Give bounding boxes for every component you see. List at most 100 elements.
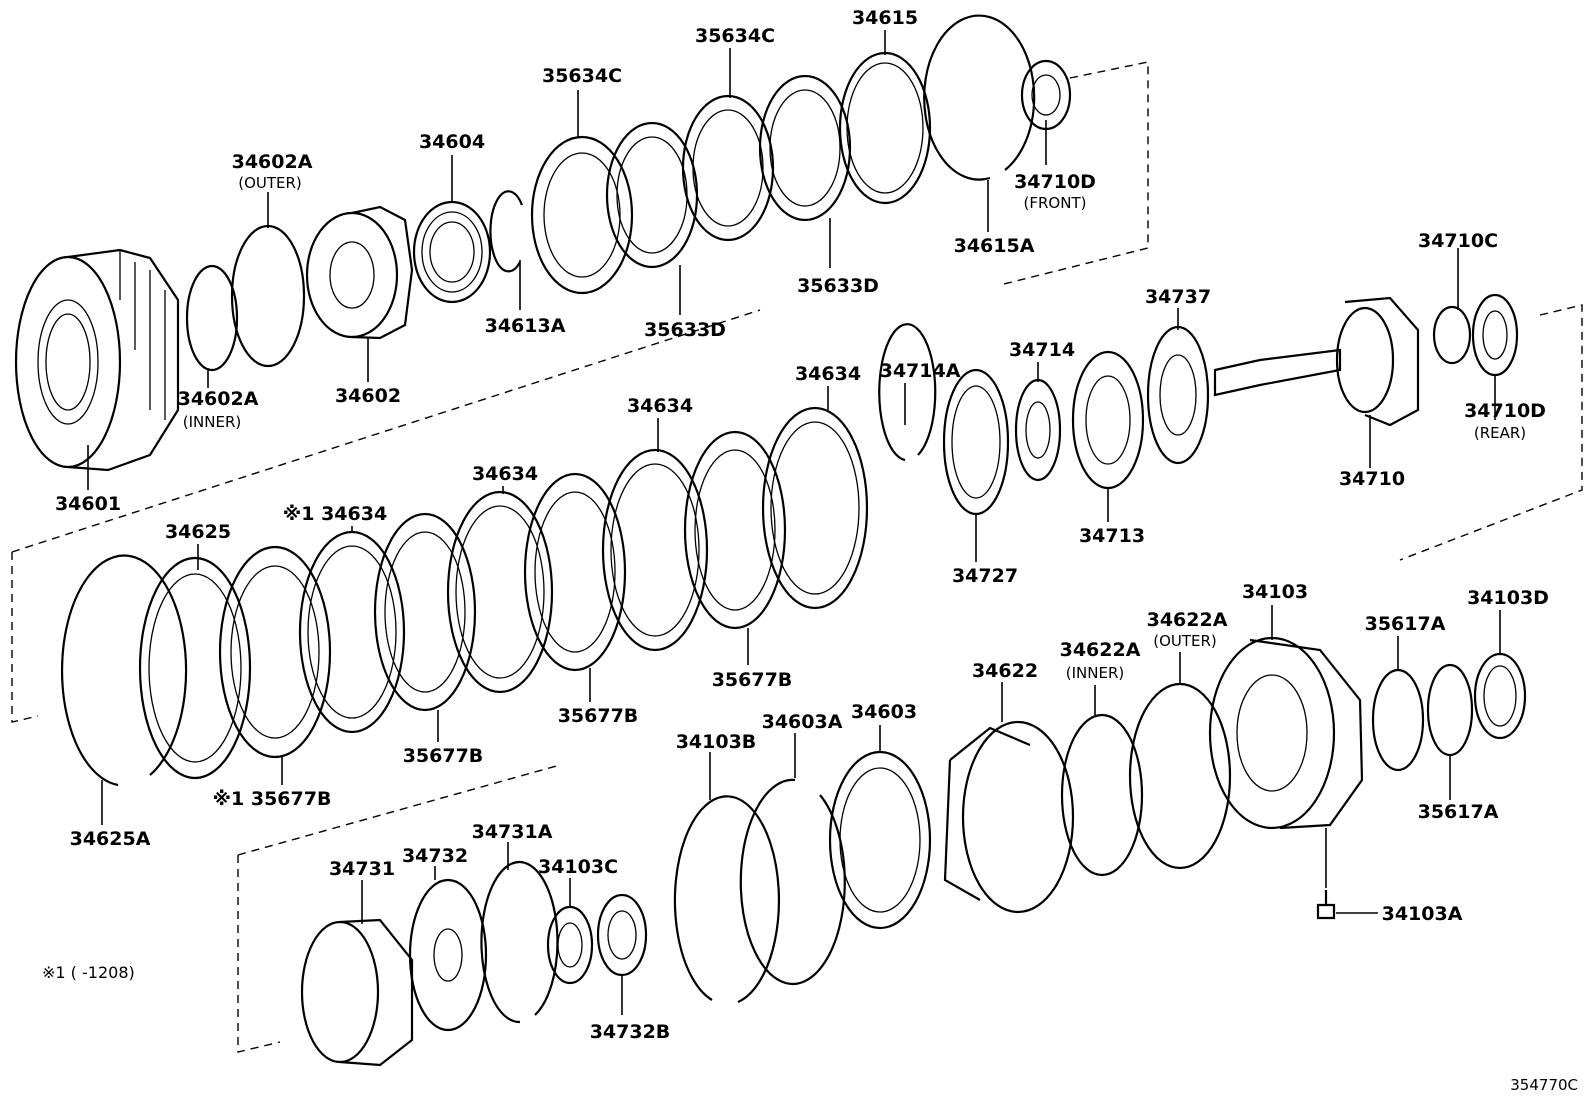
part-34622a-outer-ring (1128, 682, 1232, 870)
part-34727-washer (942, 368, 1010, 516)
part-35677b-disc-1 (218, 545, 332, 759)
label-34602a-inner-sub: (INNER) (183, 413, 241, 431)
label-34604: 34604 (419, 131, 485, 153)
part-34634-plate-4 (298, 530, 406, 734)
part-35617a-seal-2 (1426, 663, 1474, 757)
label-34603: 34603 (851, 701, 917, 723)
label-34634-1: 34634 (795, 363, 861, 385)
label-35617a-2: 35617A (1418, 801, 1499, 823)
part-34625-plate (138, 556, 252, 780)
label-34634-3: 34634 (472, 463, 538, 485)
label-34622a-outer: 34622A (1147, 609, 1228, 631)
label-34710d-rear-sub: (REAR) (1474, 424, 1526, 442)
label-34103a: 34103A (1382, 903, 1463, 925)
label-34602: 34602 (335, 385, 401, 407)
part-34103b-snap-ring (673, 795, 781, 1004)
label-34615: 34615 (852, 7, 918, 29)
footnote: ※1 ( -1208) (42, 963, 135, 982)
part-35617a-seal-1 (1371, 668, 1425, 772)
part-34731-gear (300, 918, 414, 1067)
label-35633d-1: 35633D (644, 319, 726, 341)
part-labels: 34601 34602A (INNER) 34602A (OUTER) 3460… (55, 7, 1549, 1043)
label-34731a: 34731A (472, 821, 553, 843)
leader-lines (87, 30, 1501, 1015)
part-35634c-disc-2 (681, 94, 775, 242)
part-34103d-seal (1473, 652, 1527, 740)
part-34732b-bearing (596, 893, 648, 977)
part-34602a-inner-ring (185, 264, 239, 372)
label-34625: 34625 (165, 521, 231, 543)
group-boundaries (11, 61, 1583, 1053)
part-34737-thrust-plate (1146, 325, 1210, 465)
part-35633d-plate-2 (758, 74, 852, 222)
label-34602a-outer-sub: (OUTER) (238, 174, 302, 192)
part-34602a-outer-ring (230, 224, 306, 368)
part-34103a-bolt (1316, 890, 1336, 920)
label-35677b-1: ※1 35677B (213, 788, 332, 810)
label-34615a: 34615A (954, 235, 1035, 257)
label-34713: 34713 (1079, 525, 1145, 547)
part-35677b-disc-3 (523, 472, 627, 672)
label-34602a-inner: 34602A (178, 388, 259, 410)
label-34103b: 34103B (676, 731, 757, 753)
part-34634-plate-3 (446, 490, 554, 694)
label-34622a-inner-sub: (INNER) (1066, 664, 1124, 682)
label-35633d-2: 35633D (797, 275, 879, 297)
part-34710d-front-bearing (1020, 59, 1072, 131)
part-34622a-inner-ring (1060, 713, 1144, 877)
part-34714a-snap-ring (878, 323, 937, 462)
label-34103d: 34103D (1467, 587, 1549, 609)
label-35677b-4: 35677B (712, 669, 793, 691)
part-34634-plate-1 (761, 406, 869, 610)
label-34603a: 34603A (762, 711, 843, 733)
part-34603-spring (828, 750, 932, 930)
part-34634-plate-2 (601, 448, 709, 652)
part-34714-bearing (1014, 378, 1062, 482)
label-34103c: 34103C (538, 856, 618, 878)
label-34714: 34714 (1009, 339, 1075, 361)
label-34634-2: 34634 (627, 395, 693, 417)
part-34710c-washer (1432, 305, 1472, 365)
label-34732b: 34732B (590, 1021, 671, 1043)
label-35677b-3: 35677B (558, 705, 639, 727)
part-34625a-snap-ring (60, 554, 188, 787)
part-34604-spring (412, 200, 492, 304)
part-35677b-disc-2 (373, 512, 477, 712)
label-35617a-1: 35617A (1365, 613, 1446, 635)
label-35634c-2: 35634C (695, 25, 775, 47)
part-34710d-rear-bearing (1471, 293, 1519, 377)
part-34602-piston (305, 205, 414, 340)
part-35634c-disc-1 (530, 135, 634, 295)
label-34710d-rear: 34710D (1464, 400, 1546, 422)
part-34622-piston (943, 720, 1075, 914)
part-34603a-snap-ring (739, 778, 846, 985)
label-34625a: 34625A (70, 828, 151, 850)
part-34710-shaft-assembly (1213, 296, 1420, 427)
label-35634c-1: 35634C (542, 65, 622, 87)
label-34634-4: ※1 34634 (283, 503, 387, 525)
label-34601: 34601 (55, 493, 121, 515)
label-34710: 34710 (1339, 468, 1405, 490)
label-34622: 34622 (972, 660, 1038, 682)
label-34727: 34727 (952, 565, 1018, 587)
part-34613a-snap-ring (489, 190, 524, 273)
part-35677b-disc-4 (683, 430, 787, 630)
label-34622a-outer-sub: (OUTER) (1153, 632, 1217, 650)
part-34103-housing (1208, 636, 1364, 830)
part-34732-plate (408, 878, 488, 1032)
label-34613a: 34613A (485, 315, 566, 337)
label-34710d-front: 34710D (1014, 171, 1096, 193)
label-34737: 34737 (1145, 286, 1211, 308)
diagram-code: 354770C (1510, 1076, 1578, 1094)
label-34714a: 34714A (880, 360, 961, 382)
part-35633d-plate-1 (605, 121, 699, 269)
label-34710c: 34710C (1418, 230, 1498, 252)
part-34615-plate (838, 51, 932, 205)
label-34622a-inner: 34622A (1060, 639, 1141, 661)
label-34731: 34731 (329, 858, 395, 880)
part-34713-gear (1071, 350, 1145, 490)
part-34731a-snap-ring (480, 860, 559, 1024)
label-34732: 34732 (402, 845, 468, 867)
label-35677b-2: 35677B (403, 745, 484, 767)
